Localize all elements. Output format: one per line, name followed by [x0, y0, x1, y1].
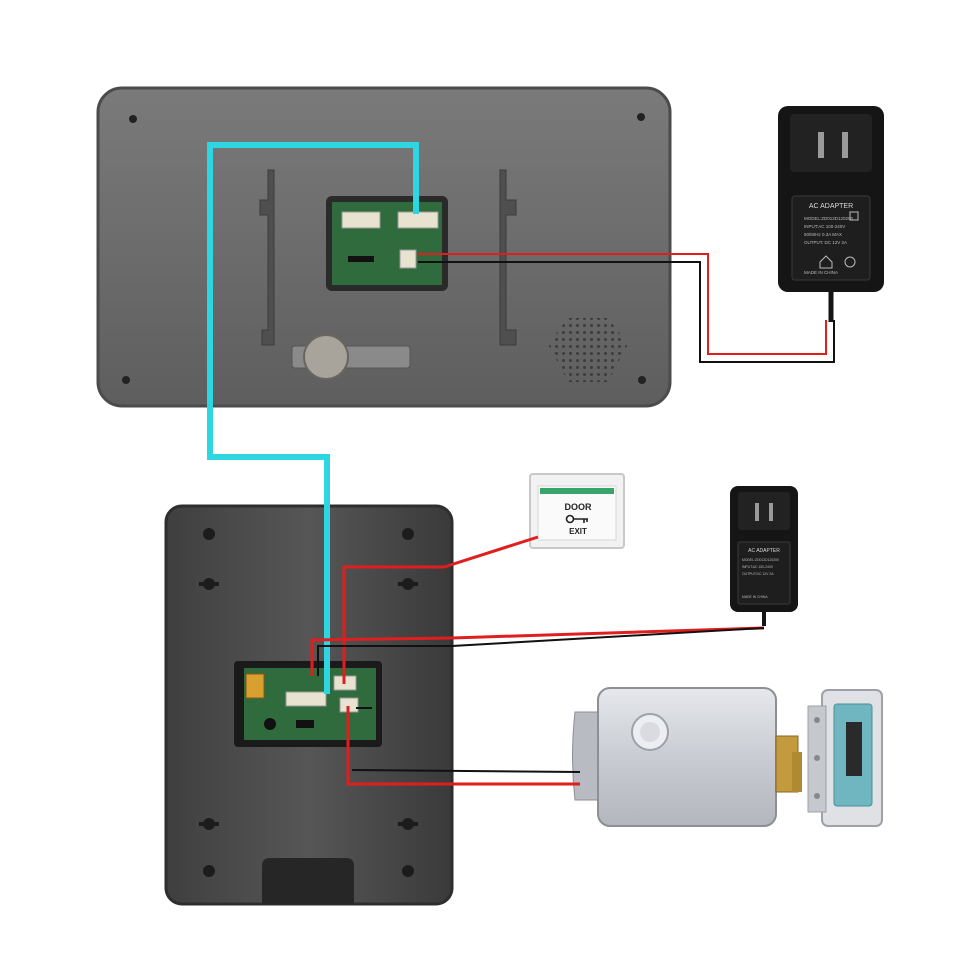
door-exit-button: DOOR EXIT [529, 473, 625, 549]
screw-hole [638, 376, 646, 384]
wire-monitor-power-negative [418, 261, 835, 363]
pcb-terminal [245, 673, 265, 699]
lock-body [597, 687, 777, 827]
adapter-plug-face [790, 114, 872, 172]
keyhole-mount [398, 818, 418, 830]
wire-signal-cable [207, 142, 419, 694]
certification-marks [819, 211, 859, 269]
connector-camera [341, 211, 381, 229]
wire-exit-button [342, 535, 539, 684]
exit-button-face [537, 485, 617, 541]
pcb-component [264, 718, 276, 730]
ac-adapter-lock: AC ADAPTER MODEL:ZD012D120200 INPUT:AC 1… [730, 486, 798, 626]
adapter-plug-face [738, 492, 790, 530]
keyhole-mount [199, 578, 219, 590]
screw-hole [203, 528, 215, 540]
adapter-label-line: AC ADAPTER [809, 203, 853, 210]
connector-power [399, 249, 417, 269]
strike-screw [814, 755, 820, 761]
adapter-label-line: MODEL:ZD012D120200 [804, 216, 854, 221]
doorbell-bottom-notch [262, 858, 354, 904]
adapter-label-line: MADE IN CHINA [804, 270, 838, 275]
wire-monitor-power-positive [418, 253, 827, 355]
wire-lock-negative [351, 707, 581, 773]
lock-mount-plate [572, 711, 601, 801]
mount-slot-right [499, 169, 517, 346]
adapter-label-line: MADE IN CHINA [742, 595, 768, 599]
keyhole-mount [398, 578, 418, 590]
connector-cable [397, 211, 439, 229]
lock-cylinder-core [640, 722, 660, 742]
electric-lock [572, 687, 802, 827]
wire-lock-power-positive [310, 626, 765, 676]
screw-hole [203, 865, 215, 877]
ac-adapter-monitor: AC ADAPTER MODEL:ZD012D120200 INPUT:AC 1… [778, 106, 884, 322]
mount-slot-left [259, 169, 275, 346]
plug-prong [818, 132, 824, 158]
speaker-grill [548, 318, 628, 382]
screw-hole [402, 865, 414, 877]
pcb-chip [348, 256, 374, 262]
lock-latch-bolt-tip [792, 752, 802, 792]
monitor-stand-knob [303, 334, 349, 380]
adapter-label-line: 50/60Hz 0.3A MAX [804, 232, 842, 237]
adapter-label-line: OUTPUT: DC 12V 2A [804, 240, 847, 245]
indoor-monitor [96, 86, 672, 408]
adapter-label-line: INPUT:AC 100-240V [804, 224, 845, 229]
exit-button-door-text: DOOR [565, 502, 593, 512]
lock-strike-plate [807, 689, 883, 827]
strike-screw [814, 793, 820, 799]
screw-hole [402, 528, 414, 540]
screw-hole [129, 115, 137, 123]
screw-hole [637, 113, 645, 121]
wire-lock-positive [346, 706, 580, 786]
key-icon [565, 514, 588, 524]
exit-button-exit-text: EXIT [569, 527, 587, 536]
plug-prong [755, 503, 759, 521]
strike-screw [814, 717, 820, 723]
screw-hole [122, 376, 130, 384]
adapter-label-line: OUTPUT:DC 12V 2A [742, 572, 774, 576]
exit-button-green-strip [540, 488, 614, 494]
wire-lock-power-negative [317, 627, 765, 676]
pcb-component [296, 720, 314, 728]
adapter-label-line: INPUT:AC 100-240V [742, 565, 774, 569]
adapter-label-plate [737, 541, 791, 605]
plug-prong [769, 503, 773, 521]
connector-cable [285, 691, 327, 707]
plug-prong [842, 132, 848, 158]
strike-opening-inner [846, 722, 862, 776]
keyhole-mount [199, 818, 219, 830]
adapter-label-line: AC ADAPTER [748, 548, 780, 554]
adapter-label-line: MODEL:ZD012D120200 [742, 558, 779, 562]
